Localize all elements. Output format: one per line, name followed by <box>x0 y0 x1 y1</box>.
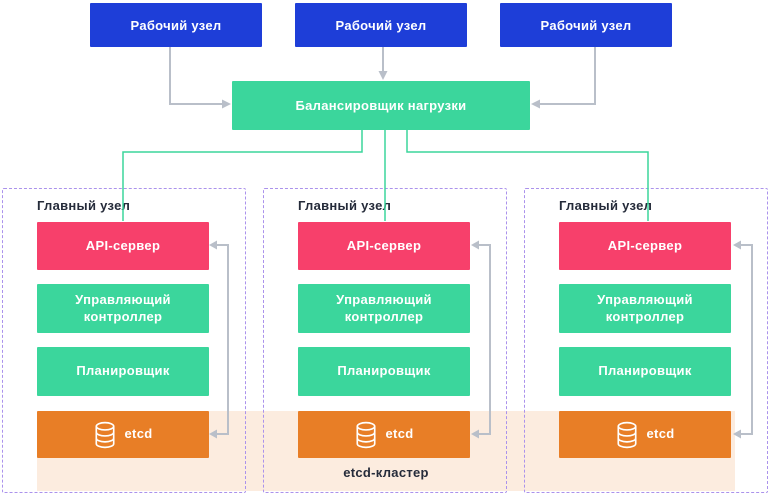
etcd-label: etcd <box>385 426 414 442</box>
master-node-title: Главный узел <box>37 198 131 213</box>
api-server-label: API-сервер <box>85 237 161 253</box>
master-node-2: Главный узел API-сервер Управляющий конт… <box>263 188 507 493</box>
controller-manager-box: Управляющий контроллер <box>559 284 731 333</box>
arrowhead-worker3-to-lb <box>531 99 540 109</box>
worker-node-label: Рабочий узел <box>540 17 632 33</box>
master-node-title: Главный узел <box>559 198 653 213</box>
etcd-label: etcd <box>646 426 675 442</box>
worker-node-label: Рабочий узел <box>130 17 222 33</box>
database-cylinder-icon <box>355 421 376 448</box>
scheduler-box: Планировщик <box>298 347 470 396</box>
controller-manager-label: Управляющий контроллер <box>336 291 432 324</box>
master-node-title: Главный узел <box>298 198 392 213</box>
api-server-box: API-сервер <box>298 222 470 270</box>
controller-manager-label: Управляющий контроллер <box>75 291 171 324</box>
scheduler-label: Планировщик <box>337 363 431 379</box>
api-server-label: API-сервер <box>607 237 683 253</box>
load-balancer-box: Балансировщик нагрузки <box>232 81 530 130</box>
etcd-box: etcd <box>37 411 209 458</box>
worker-node-1: Рабочий узел <box>90 3 262 47</box>
etcd-box: etcd <box>298 411 470 458</box>
arrowhead-worker2-to-lb <box>378 71 388 80</box>
scheduler-label: Планировщик <box>598 363 692 379</box>
arrowhead-worker1-to-lb <box>222 99 231 109</box>
etcd-label: etcd <box>124 426 153 442</box>
scheduler-box: Планировщик <box>559 347 731 396</box>
database-cylinder-icon <box>616 421 637 448</box>
connector-worker1-to-lb <box>169 47 222 105</box>
worker-node-2: Рабочий узел <box>295 3 467 47</box>
controller-manager-box: Управляющий контроллер <box>37 284 209 333</box>
controller-manager-box: Управляющий контроллер <box>298 284 470 333</box>
master-node-3: Главный узел API-сервер Управляющий конт… <box>524 188 768 493</box>
scheduler-label: Планировщик <box>76 363 170 379</box>
api-server-box: API-сервер <box>559 222 731 270</box>
database-cylinder-icon <box>94 421 115 448</box>
worker-node-3: Рабочий узел <box>500 3 672 47</box>
api-server-label: API-сервер <box>346 237 422 253</box>
load-balancer-label: Балансировщик нагрузки <box>295 98 467 113</box>
scheduler-box: Планировщик <box>37 347 209 396</box>
master-node-1: Главный узел API-сервер Управляющий конт… <box>2 188 246 493</box>
worker-node-label: Рабочий узел <box>335 17 427 33</box>
etcd-cluster-label: etcd-кластер <box>343 465 429 480</box>
controller-manager-label: Управляющий контроллер <box>597 291 693 324</box>
etcd-box: etcd <box>559 411 731 458</box>
connector-worker3-to-lb <box>540 47 596 105</box>
api-server-box: API-сервер <box>37 222 209 270</box>
